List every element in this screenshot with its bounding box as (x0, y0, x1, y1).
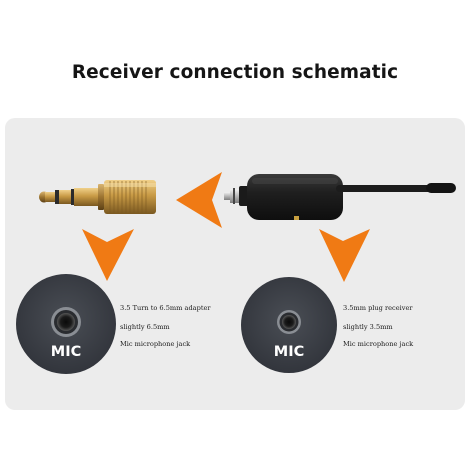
left-jack-label: MIC (50, 344, 82, 360)
right-jack-note-receiver: 3.5mm plug receiver (343, 304, 413, 312)
jack-socket-icon (241, 277, 337, 373)
arrow-left-icon (176, 172, 222, 228)
right-jack-note-type: Mic microphone jack (343, 340, 414, 348)
jack-socket-icon (16, 274, 116, 374)
right-jack-label: MIC (273, 344, 305, 360)
receiver-device-icon (224, 174, 456, 220)
arrow-down-icon (319, 229, 370, 282)
left-jack-note-size: slightly 6.5mm (120, 323, 170, 331)
right-jack-note-size: slightly 3.5mm (343, 323, 393, 331)
adapter-plug-icon (39, 180, 156, 214)
left-jack-note-adapter: 3.5 Turn to 6.5mm adapter (120, 304, 211, 312)
arrow-down-icon (82, 229, 134, 281)
left-jack-note-type: Mic microphone jack (120, 340, 191, 348)
page-title: Receiver connection schematic (71, 62, 399, 83)
